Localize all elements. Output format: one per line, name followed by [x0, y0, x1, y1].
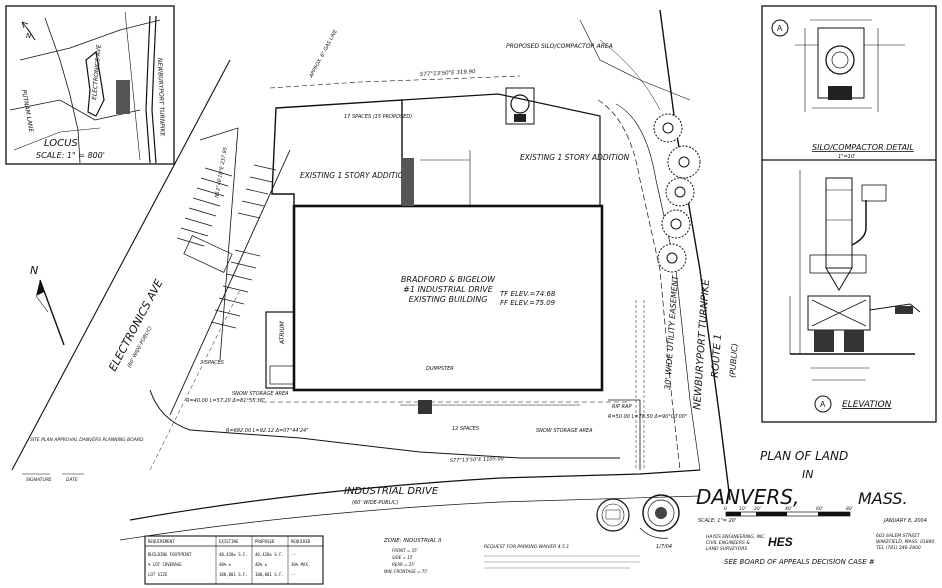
table-cell: 30% MAX. — [291, 562, 310, 567]
locus-road-electronics: ELECTRONICS AVE — [91, 44, 103, 100]
stamp-date: 1/7/04 — [656, 544, 672, 550]
table-cell: -- — [291, 552, 296, 557]
locus-road-newburyport: NEWBURYPORT TURNPIKE — [156, 58, 166, 137]
setback-side: SIDE = 15' — [392, 555, 413, 560]
elevation-title: ELEVATION — [842, 400, 892, 410]
table-cell: BUILDING FOOTPRINT — [148, 552, 192, 557]
plan-in: IN — [802, 468, 813, 481]
atrium-label: ATRIUM — [279, 320, 286, 345]
bearing-top: S77°13'50"E 319.90 — [420, 69, 476, 78]
table-cell: 100,001 S.F. — [219, 572, 248, 577]
curve-2-label: R=682.00 L=92.12 Δ=07°44'24" — [226, 428, 309, 434]
table-cell: 40,420± S.F. — [255, 552, 284, 557]
table-cell: 40% ± — [255, 562, 268, 567]
zoning-notes: ZONE: INDUSTRIAL II FRONT = 35' SIDE = 1… — [383, 538, 640, 574]
zone-label: ZONE: INDUSTRIAL II — [383, 538, 442, 544]
scale-tick-1: 10' — [739, 506, 746, 512]
table-cell: 40,420± S.F. — [219, 552, 248, 557]
scale-tick-2: 20' — [754, 506, 761, 512]
plan-scale: SCALE: 1"= 20' — [698, 518, 736, 524]
th-existing: EXISTING — [219, 539, 239, 544]
spaces-3-label: 3 SPACES — [200, 360, 225, 366]
additions: EXISTING 1 STORY ADDITION EXISTING 1 STO… — [265, 93, 630, 389]
scale-tick-0: 0 — [724, 506, 727, 512]
firm-line2: CIVIL ENGINEERS & — [706, 540, 750, 546]
addition-right-label: EXISTING 1 STORY ADDITION — [520, 153, 630, 162]
snow-right-label: SNOW STORAGE AREA — [536, 428, 593, 434]
setback-rear: REAR = 25' — [392, 562, 415, 567]
dumpster-label: DUMPSTER — [426, 366, 454, 372]
zoning-table: REQUIREMENT EXISTING PROPOSED REQUIRED B… — [144, 535, 324, 585]
silo-compactor-title: SILO/COMPACTOR DETAIL — [812, 143, 914, 152]
detail-marker-a: A — [777, 24, 783, 33]
snow-left-label: SNOW STORAGE AREA — [232, 391, 289, 397]
table-cell: 40% ± — [219, 562, 232, 567]
building-tf-elev: TF ELEV.=74.68 — [500, 290, 556, 298]
plan-of-land-title: PLAN OF LAND — [760, 449, 848, 463]
locus-title: LOCUS — [44, 138, 78, 149]
building-name: BRADFORD & BIGELOW — [401, 275, 496, 284]
route-label: ROUTE 1 — [710, 333, 724, 378]
elevation-detail: A ELEVATION — [789, 170, 921, 413]
curve-3-label: R=50.00 L=78.50 Δ=90°00'00" — [608, 414, 687, 420]
locus-scale: SCALE: 1" = 800' — [36, 151, 105, 160]
site-plan-approval: SITE PLAN APPROVAL DANVERS PLANNING BOAR… — [22, 437, 144, 483]
firm-name: HAYES ENGINEERING, INC. — [706, 534, 766, 540]
route-sub: (PUBLIC) — [728, 343, 739, 378]
silo-label: PROPOSED SILO/COMPACTOR AREA — [506, 43, 613, 50]
building-address: #1 INDUSTRIAL DRIVE — [403, 285, 494, 294]
locus-north: N — [26, 32, 32, 40]
th-required: REQUIRED — [291, 539, 311, 544]
date-label: DATE — [66, 477, 78, 483]
table-cell: % LOT COVERAGE — [148, 562, 182, 567]
signature-label: SIGNATURE — [26, 477, 52, 483]
firm-tel: TEL (781) 246-2800 — [876, 545, 921, 551]
setback-front: FRONT = 35' — [392, 548, 418, 553]
min-frontage: MIN. FRONTAGE = 75' — [384, 569, 428, 574]
scale-bar: 0 10' 20' 40' 60' 80' — [724, 506, 853, 517]
scale-tick-4: 60' — [816, 506, 823, 512]
th-proposed: PROPOSED — [255, 539, 275, 544]
plan-date: JANUARY 8, 2004 — [883, 518, 927, 524]
spaces-12-label: 12 SPACES — [452, 426, 480, 432]
svg-text:N: N — [30, 264, 38, 277]
table-cell: 100,001 S.F. — [255, 572, 284, 577]
engineer-stamps: 1/7/04 — [596, 494, 680, 550]
plan-state: MASS. — [858, 489, 908, 508]
addition-left-label: EXISTING 1 STORY ADDITION — [300, 171, 410, 180]
firm-city: WAKEFIELD, MASS. 01880 — [876, 539, 935, 545]
bearing-bottom: S77°13'50"E 1105.00 — [450, 456, 504, 464]
plan-town: DANVERS, — [696, 485, 799, 509]
industrial-drive: INDUSTRIAL DRIVE (60' WIDE-PUBLIC) S77°1… — [119, 300, 701, 541]
firm-address: 603 SALEM STREET — [876, 533, 921, 539]
silo-compactor-scale: 1"=10' — [838, 154, 855, 160]
detail-panel: A SILO/COMPACTOR DETAIL 1"=10' A — [761, 5, 937, 423]
table-cell: -- — [291, 572, 296, 577]
elevation-marker-a: A — [820, 400, 826, 409]
industrial-drive-label: INDUSTRIAL DRIVE — [344, 486, 439, 497]
scale-tick-5: 80' — [846, 506, 853, 512]
site-plan-note: SITE PLAN APPROVAL DANVERS PLANNING BOAR… — [30, 437, 144, 443]
rip-rap-label: RIP RAP — [612, 404, 631, 410]
trees — [653, 113, 701, 273]
building-ff-elev: FF ELEV.=75.09 — [500, 299, 556, 307]
industrial-drive-sub: (60' WIDE-PUBLIC) — [352, 500, 398, 506]
board-note: SEE BOARD OF APPEALS DECISION CASE # — [724, 558, 875, 566]
north-arrow-icon: N — [30, 264, 65, 346]
table-cell: LOT SIZE — [148, 572, 168, 577]
scale-tick-3: 40' — [785, 506, 792, 512]
title-block: PLAN OF LAND IN DANVERS, MASS. SCALE: 1"… — [696, 449, 935, 566]
silo-compactor-detail: A SILO/COMPACTOR DETAIL 1"=10' — [771, 19, 914, 160]
parking-stripes-left — [176, 164, 277, 329]
curve-1-label: R=40.00 L=57.20 Δ=81°55'36" — [186, 398, 265, 404]
firm-logo: HES — [768, 535, 793, 549]
spaces-17-label: 17 SPACES (15 PROPOSED) — [344, 114, 412, 120]
th-requirement: REQUIREMENT — [148, 539, 175, 544]
firm-line3: LAND SURVEYORS — [706, 546, 747, 552]
parking-waiver-note: REQUEST FOR PARKING WAIVER 4.5.1 — [484, 544, 569, 550]
property-line-left — [199, 127, 239, 361]
building-status: EXISTING BUILDING — [409, 295, 488, 304]
